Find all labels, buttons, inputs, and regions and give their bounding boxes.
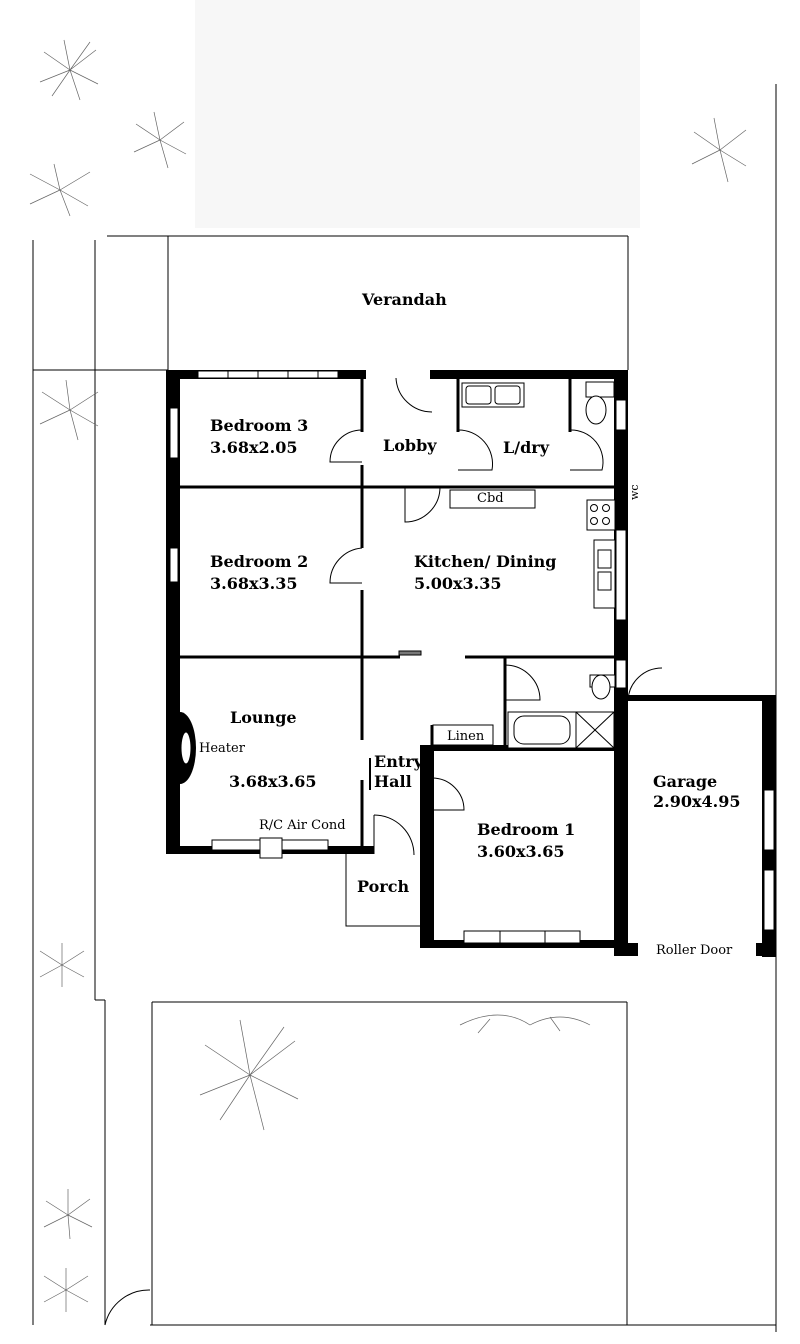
entry-hall-label-2: Hall [374, 772, 412, 791]
heater-fixture [180, 712, 196, 784]
tree-icon [133, 111, 187, 169]
bedroom1-size: 3.60x3.65 [477, 842, 565, 861]
kitchen-label: Kitchen/ Dining [414, 552, 557, 571]
cupboard-label: Cbd [477, 491, 504, 506]
bedroom2-label: Bedroom 2 [210, 552, 309, 571]
porch-outline [345, 815, 420, 927]
tree-icon [691, 117, 747, 183]
interior-walls [178, 378, 615, 850]
trees [29, 39, 747, 1312]
bedroom3-label: Bedroom 3 [210, 416, 309, 435]
tree-icon [199, 1019, 299, 1131]
fixtures [259, 381, 616, 859]
garage-label: Garage [653, 772, 718, 791]
verandah-label: Verandah [362, 290, 447, 309]
tree-icon [43, 1268, 89, 1312]
bedroom3-size: 3.68x2.05 [210, 438, 298, 457]
lobby-label: Lobby [383, 436, 437, 455]
tree-icon [39, 379, 99, 441]
tree-icon [43, 1189, 93, 1240]
heater-label: Heater [199, 741, 245, 756]
porch-label: Porch [357, 877, 410, 896]
roller-door-posts [614, 943, 776, 956]
door-swings [329, 377, 663, 856]
site-boundary [32, 84, 777, 1332]
laundry-label: L/dry [503, 438, 550, 457]
bedroom2-size: 3.68x3.35 [210, 574, 298, 593]
wc-label: wc [628, 484, 641, 500]
roller-door-label: Roller Door [656, 943, 733, 958]
aircon-label: R/C Air Cond [259, 818, 346, 833]
shaded-area [195, 0, 640, 228]
lounge-label: Lounge [230, 708, 297, 727]
exterior-walls [166, 370, 776, 957]
garage-size: 2.90x4.95 [653, 792, 741, 811]
bedroom1-label: Bedroom 1 [477, 820, 576, 839]
entry-hall-label-1: Entry [374, 752, 423, 771]
tree-icon [459, 1014, 591, 1034]
tree-icon [39, 39, 99, 101]
linen-label: Linen [447, 729, 485, 744]
tree-icon [39, 943, 85, 987]
lounge-size: 3.68x3.65 [229, 772, 317, 791]
kitchen-size: 5.00x3.35 [414, 574, 502, 593]
tree-icon [29, 163, 91, 217]
window-mullions [227, 371, 546, 943]
